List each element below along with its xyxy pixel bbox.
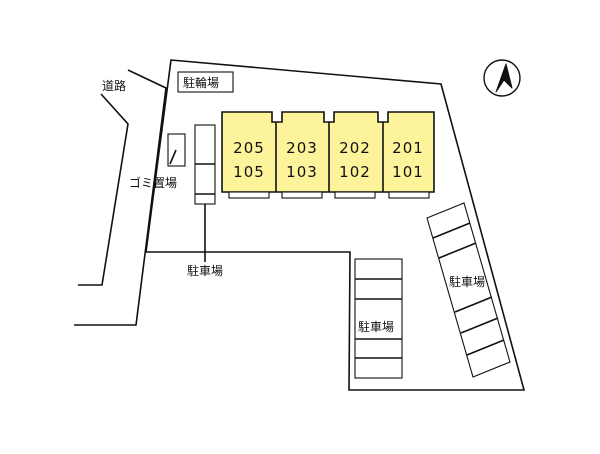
building: 205 105 203 103 202 102 201 101: [221, 111, 435, 199]
parking-right: [426, 202, 511, 378]
parking-stall-line: [460, 317, 499, 334]
parking-stall-line: [466, 339, 505, 356]
bicycle-parking-box: [177, 71, 234, 93]
unit-201: 201: [392, 139, 424, 157]
unit-205: 205: [233, 139, 265, 157]
balcony: [388, 191, 430, 199]
road-edges: [74, 69, 167, 326]
parking-right-label: 駐車場: [449, 274, 485, 289]
balcony: [334, 191, 376, 199]
garbage-leader-line: [169, 149, 177, 165]
unit-103: 103: [286, 163, 318, 181]
unit-102: 102: [339, 163, 371, 181]
unit-202: 202: [339, 139, 371, 157]
road-edge-right: [74, 69, 167, 326]
parking-center: [354, 258, 403, 379]
parking-center-label: 駐車場: [358, 319, 394, 334]
balcony: [281, 191, 323, 199]
site-boundary: [145, 59, 526, 391]
building-outline: [221, 111, 435, 193]
parking-right-outline: [426, 202, 511, 378]
parking-stall-line: [432, 222, 471, 239]
road-label: 道路: [102, 78, 126, 93]
parking-center-outline: [354, 258, 403, 379]
balcony: [228, 191, 270, 199]
parking-left: [194, 124, 216, 262]
unit-101: 101: [392, 163, 424, 181]
unit-203: 203: [286, 139, 318, 157]
garbage-area-label: ゴミ置場: [129, 175, 177, 190]
parking-left-label: 駐車場: [187, 263, 223, 278]
road-edge-left: [78, 93, 129, 286]
parking-stall-line: [454, 296, 493, 313]
parking-stall-line: [438, 242, 477, 259]
bicycle-parking-label: 駐輪場: [183, 75, 219, 90]
north-arrow-icon: [483, 59, 521, 97]
unit-105: 105: [233, 163, 265, 181]
